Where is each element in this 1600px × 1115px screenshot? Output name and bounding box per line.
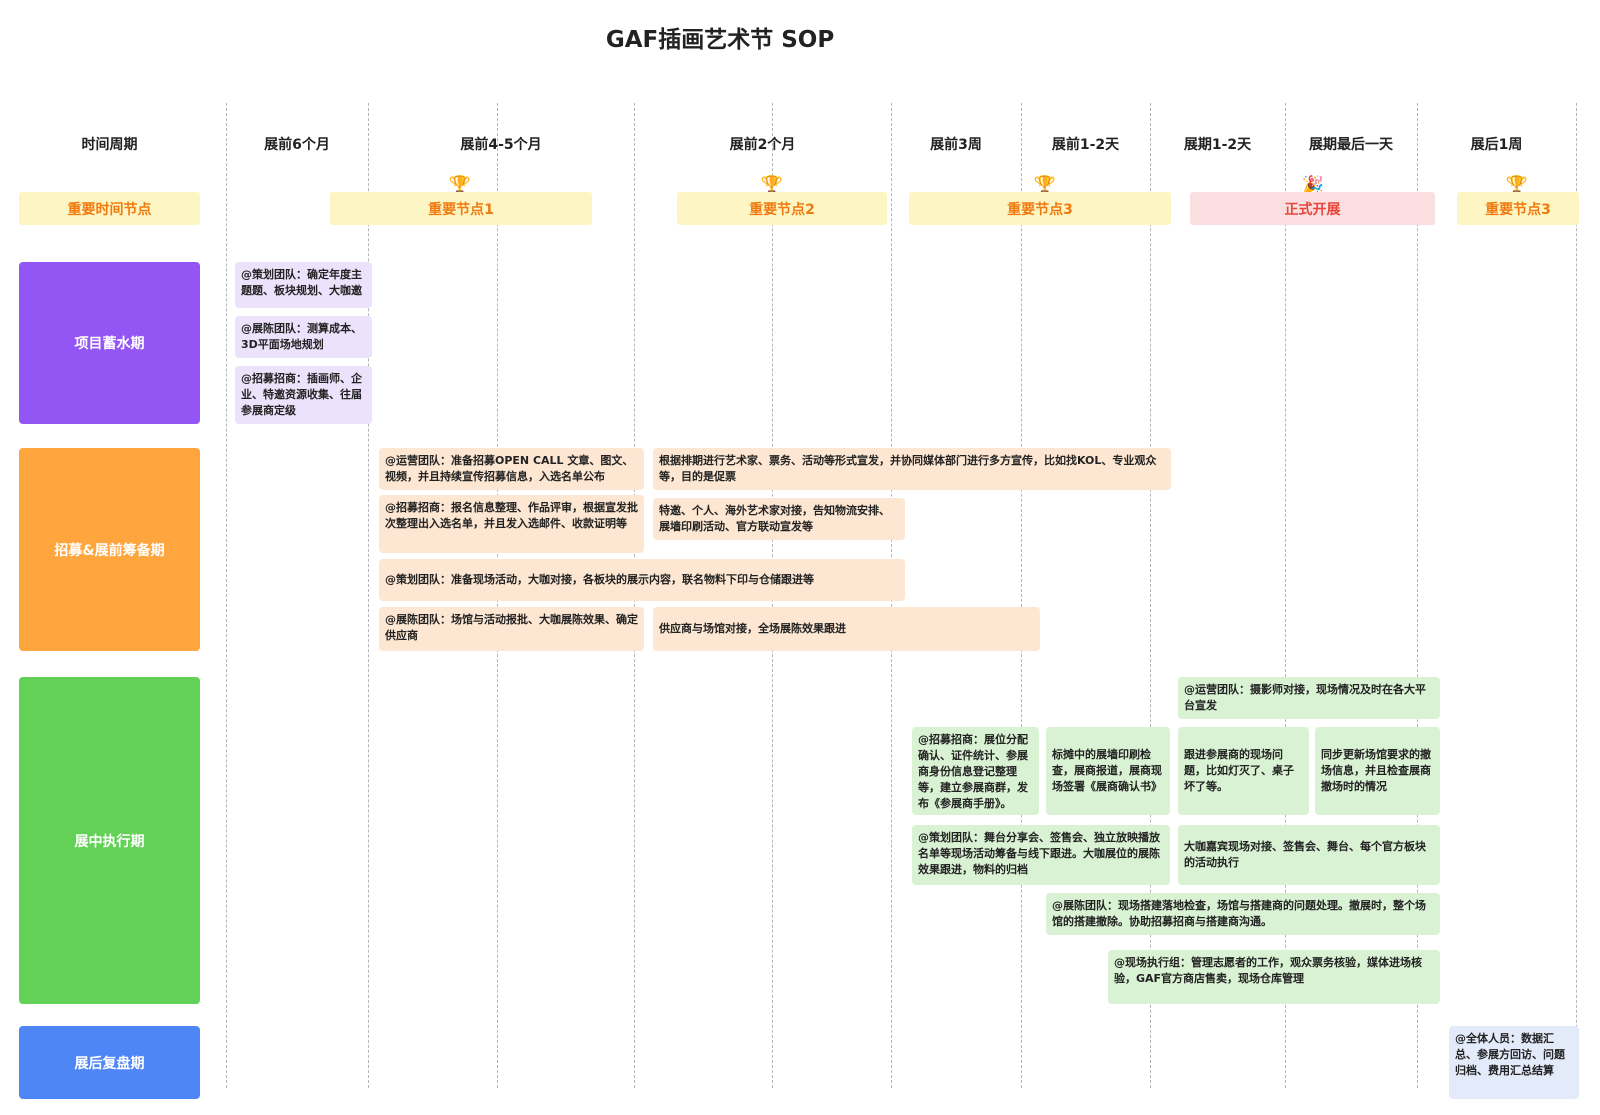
column-divider <box>1150 103 1151 1088</box>
column-header-3-weeks: 展前3周 <box>930 137 982 153</box>
task-card: 根据排期进行艺术家、票务、活动等形式宣发，并协同媒体部门进行多方宣传，比如找KO… <box>653 448 1171 490</box>
milestone-node-3-after: 重要节点3 <box>1457 192 1579 225</box>
column-divider <box>1285 103 1286 1088</box>
column-divider <box>1417 103 1418 1088</box>
trophy-icon: 🏆 <box>448 175 472 196</box>
trophy-icon: 🏆 <box>760 175 784 196</box>
task-card: @运营团队：准备招募OPEN CALL 文章、图文、视频，并且持续宣传招募信息，… <box>379 448 644 490</box>
milestone-node-1: 重要节点1 <box>330 192 592 225</box>
task-card: @全体人员：数据汇总、参展方回访、问题归档、费用汇总结算 <box>1449 1026 1579 1099</box>
task-card: @展陈团队：测算成本、3D平面场地规划 <box>235 316 372 358</box>
column-divider <box>226 103 227 1088</box>
column-divider <box>368 103 369 1088</box>
page-title: GAF插画艺术节 SOP <box>605 27 835 53</box>
phase-project-warmup: 项目蓄水期 <box>19 262 200 424</box>
task-card: @现场执行组：管理志愿者的工作，观众票务核验，媒体进场核验，GAF官方商店售卖，… <box>1108 950 1440 1004</box>
trophy-icon: 🏆 <box>1033 175 1057 196</box>
phase-post-review: 展后复盘期 <box>19 1026 200 1099</box>
task-card: @策划团队：确定年度主题题、板块规划、大咖邀 <box>235 262 372 308</box>
task-card: @招募招商：插画师、企业、特邀资源收集、往届参展商定级 <box>235 366 372 424</box>
column-header-6-months: 展前6个月 <box>264 137 330 153</box>
phase-on-site-execution: 展中执行期 <box>19 677 200 1004</box>
task-card: 特邀、个人、海外艺术家对接，告知物流安排、展墙印刷活动、官方联动宣发等 <box>653 498 905 540</box>
task-card: @展陈团队：现场搭建落地检查，场馆与搭建商的问题处理。撤展时，整个场馆的搭建撤除… <box>1046 893 1440 935</box>
task-card: @策划团队：舞台分享会、签售会、独立放映播放名单等现场活动筹备与线下跟进。大咖展… <box>912 825 1170 885</box>
task-card: @招募招商：展位分配确认、证件统计、参展商身份信息登记整理等，建立参展商群，发布… <box>912 727 1039 815</box>
task-card: 同步更新场馆要求的撤场信息，并且检查展商撤场时的情况 <box>1315 727 1440 815</box>
column-header-2-months: 展前2个月 <box>729 137 796 153</box>
milestone-opening: 正式开展 <box>1190 192 1435 225</box>
milestone-node-3: 重要节点3 <box>909 192 1171 225</box>
task-card: @招募招商：报名信息整理、作品评审，根据宣发批次整理出入选名单，并且发入选邮件、… <box>379 495 644 553</box>
task-card: @展陈团队：场馆与活动报批、大咖展陈效果、确定供应商 <box>379 607 644 651</box>
milestone-node-2: 重要节点2 <box>677 192 887 225</box>
column-header-show-1-2-days: 展期1-2天 <box>1183 137 1252 153</box>
task-card: @运营团队：摄影师对接，现场情况及时在各大平台宣发 <box>1178 677 1440 719</box>
task-card: 标摊中的展墙印刷检查，展商报道，展商现场签署《展商确认书》 <box>1046 727 1170 815</box>
task-card: 大咖嘉宾现场对接、签售会、舞台、每个官方板块的活动执行 <box>1178 825 1440 885</box>
party-popper-icon: 🎉 <box>1301 175 1325 196</box>
milestone-row-label: 重要时间节点 <box>19 192 200 225</box>
column-header-show-last-day: 展期最后一天 <box>1309 137 1393 153</box>
phase-recruit-prep: 招募&展前筹备期 <box>19 448 200 651</box>
column-header-1-2-days-before: 展前1-2天 <box>1051 137 1120 153</box>
task-card: 跟进参展商的现场问题，比如灯灭了、桌子坏了等。 <box>1178 727 1309 815</box>
column-header-after-1-week: 展后1周 <box>1470 137 1523 153</box>
task-card: @策划团队：准备现场活动，大咖对接，各板块的展示内容，联名物料下印与仓储跟进等 <box>379 559 905 601</box>
trophy-icon: 🏆 <box>1505 175 1529 196</box>
column-divider <box>1021 103 1022 1088</box>
column-header-4-5-months: 展前4-5个月 <box>460 137 542 153</box>
task-card: 供应商与场馆对接，全场展陈效果跟进 <box>653 607 1040 651</box>
column-header-period: 时间周期 <box>81 137 138 153</box>
column-divider <box>1576 103 1577 1088</box>
